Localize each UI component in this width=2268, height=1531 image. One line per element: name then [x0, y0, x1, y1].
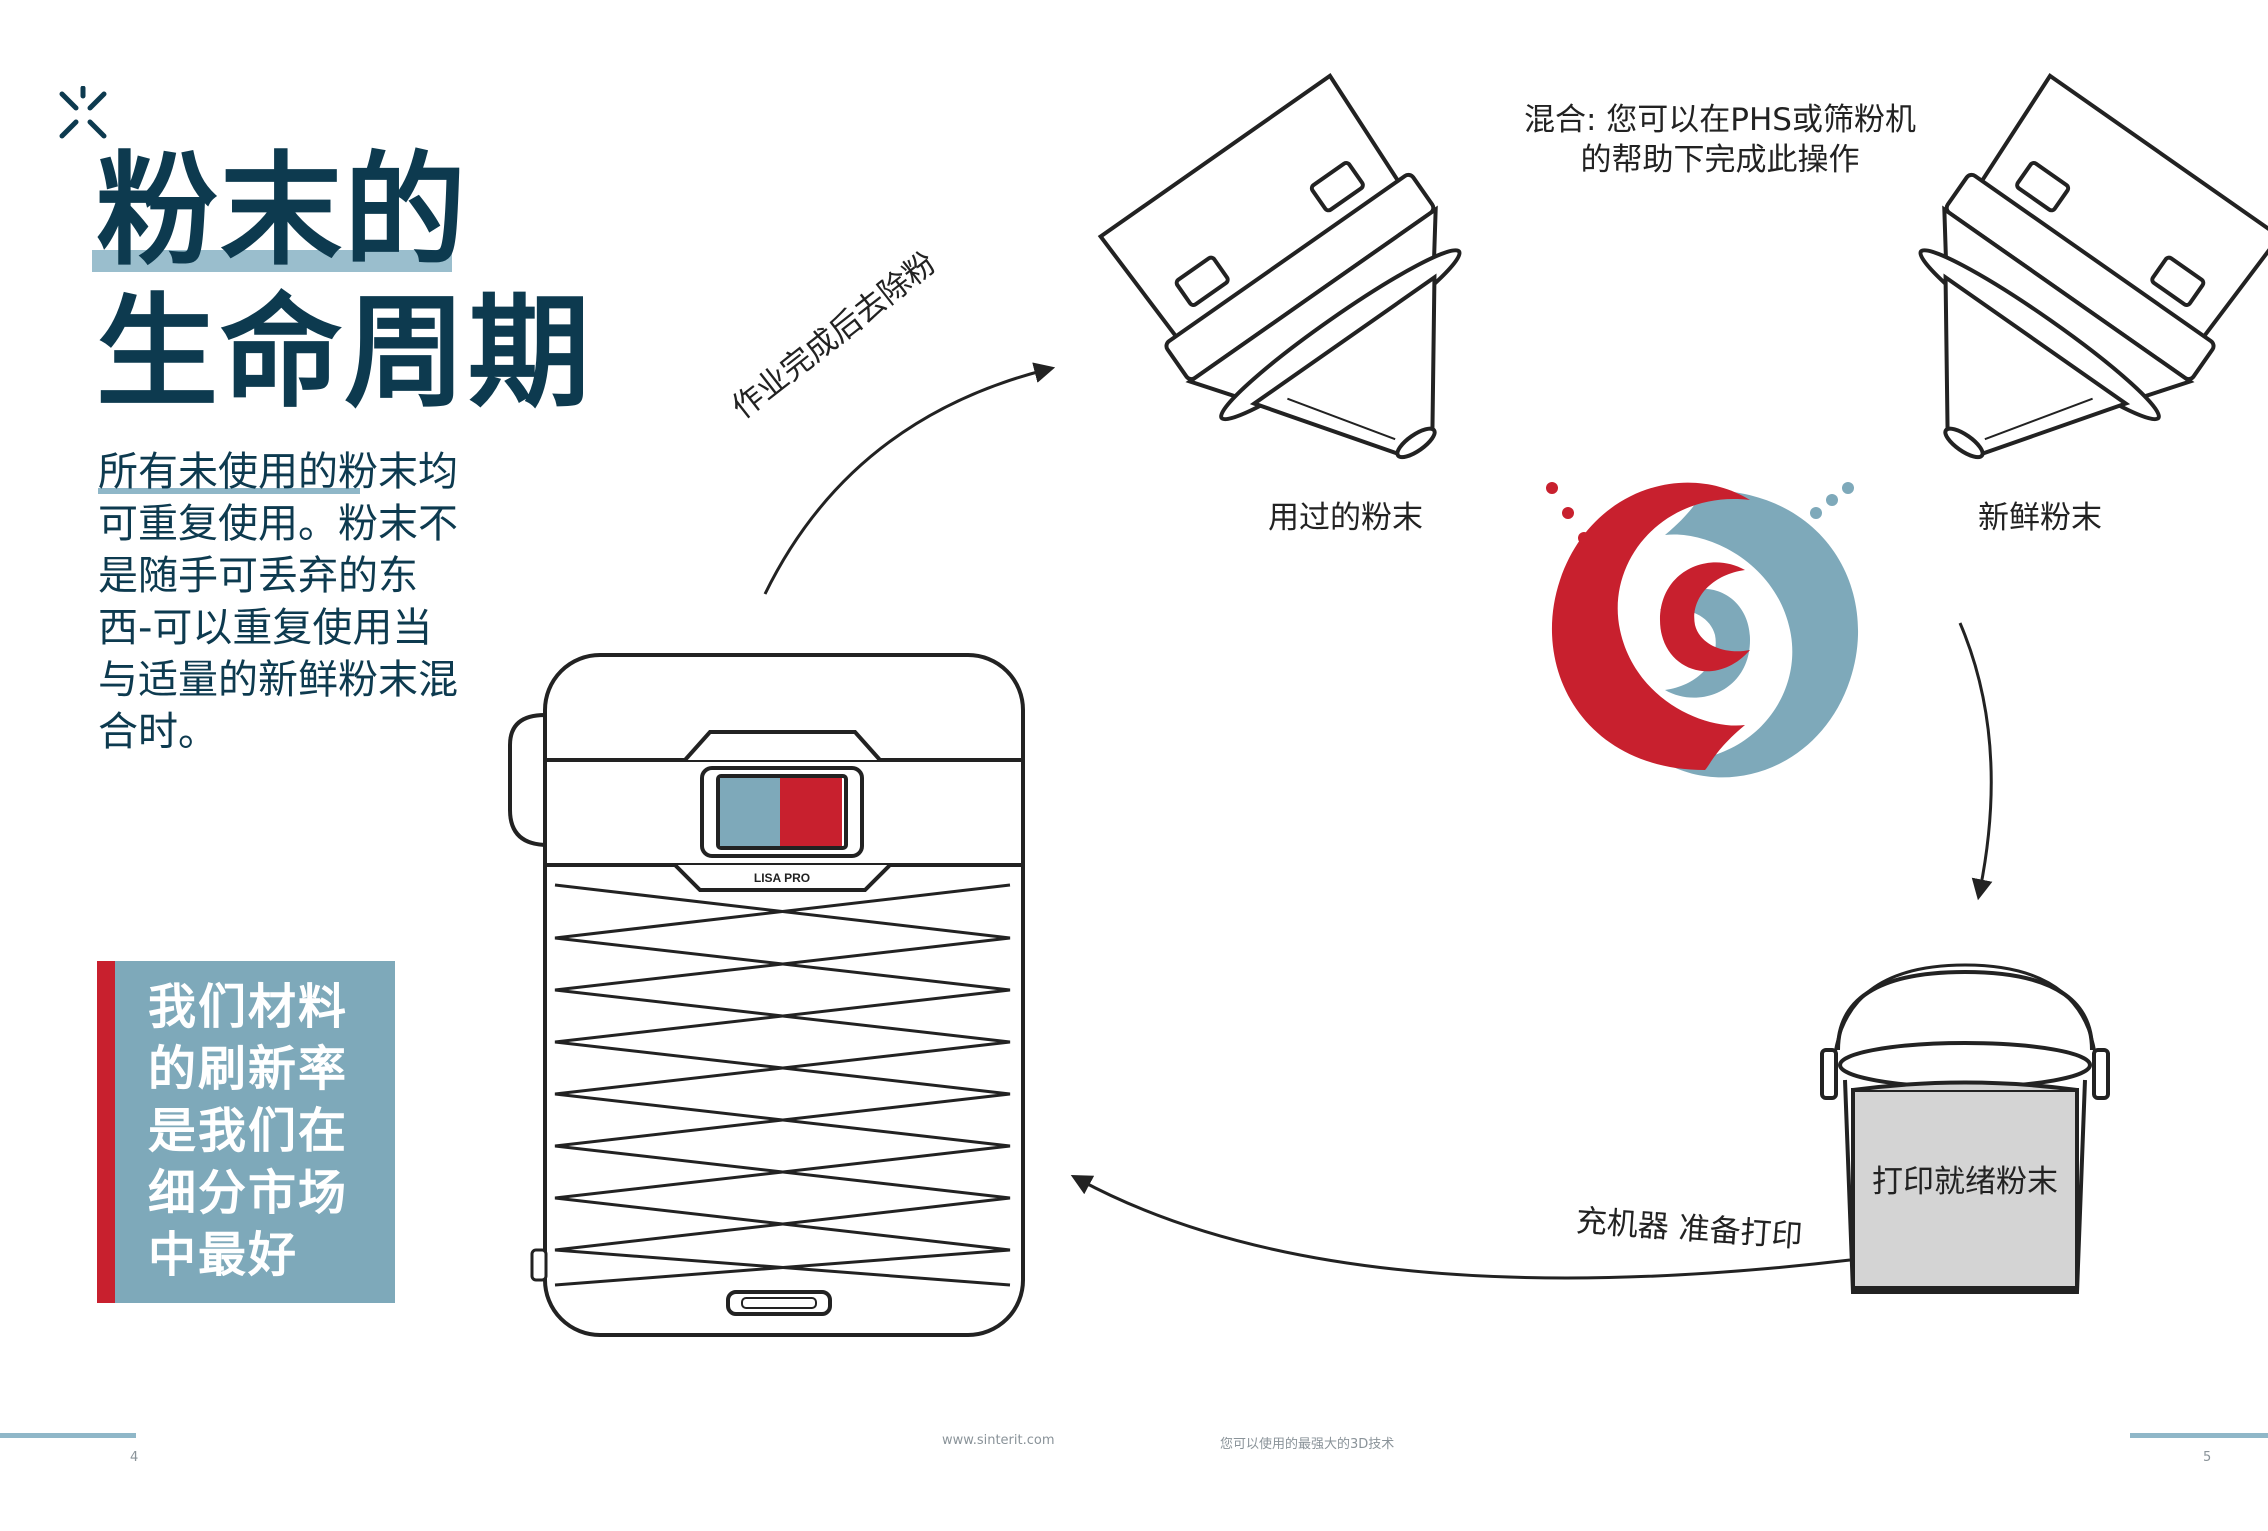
intro-paragraph: 所有未使用的粉末均可重复使用。粉末不是随手可丢弃的东西-可以重复使用当与适量的新… [98, 449, 458, 755]
fresh-powder-dots [1810, 482, 1854, 519]
footer-tagline: 您可以使用的最强大的3D技术 [1220, 1437, 1395, 1452]
printer-model-label: LISA PRO [754, 871, 810, 885]
fresh-powder-container-icon [1918, 73, 2268, 460]
arrow-refill-icon [1070, 1175, 1851, 1280]
page-title-line-1: 粉末的 [96, 140, 468, 282]
fresh-powder-label: 新鲜粉末 [1978, 500, 2102, 536]
ready-powder-label: 打印就绪粉末 [1872, 1164, 2058, 1200]
page-number-left: 4 [130, 1450, 139, 1465]
mix-label: 混合: 您可以在PHS或筛粉机的帮助下完成此操作 [1524, 102, 1916, 178]
used-powder-label: 用过的粉末 [1268, 500, 1423, 536]
footer-rule-right [2130, 1433, 2268, 1438]
title-highlight [92, 250, 452, 272]
footer-rule-left [0, 1433, 136, 1438]
screen-blue [720, 778, 780, 846]
intro-highlight [98, 488, 360, 494]
used-powder-container-icon [1097, 73, 1462, 460]
swirl-icon [1551, 482, 1859, 778]
screen-red [780, 778, 842, 846]
used-powder-dots [1546, 482, 1590, 544]
footer-url: www.sinterit.com [942, 1433, 1055, 1448]
page-number-right: 5 [2203, 1450, 2212, 1465]
bucket-icon [1820, 963, 2110, 1294]
arrow-remove-icon [763, 362, 1056, 595]
printer-crosshatch [554, 883, 1011, 1287]
arrow-ready-icon [1958, 622, 1993, 901]
callout-text: 我们材料的刷新率是我们在细分市场中最好 [148, 979, 349, 1283]
page-title-line-2: 生命周期 [96, 282, 592, 424]
sinterit-logo-icon [59, 86, 107, 139]
callout-accent-bar [97, 961, 115, 1303]
callout-box [97, 961, 395, 1303]
